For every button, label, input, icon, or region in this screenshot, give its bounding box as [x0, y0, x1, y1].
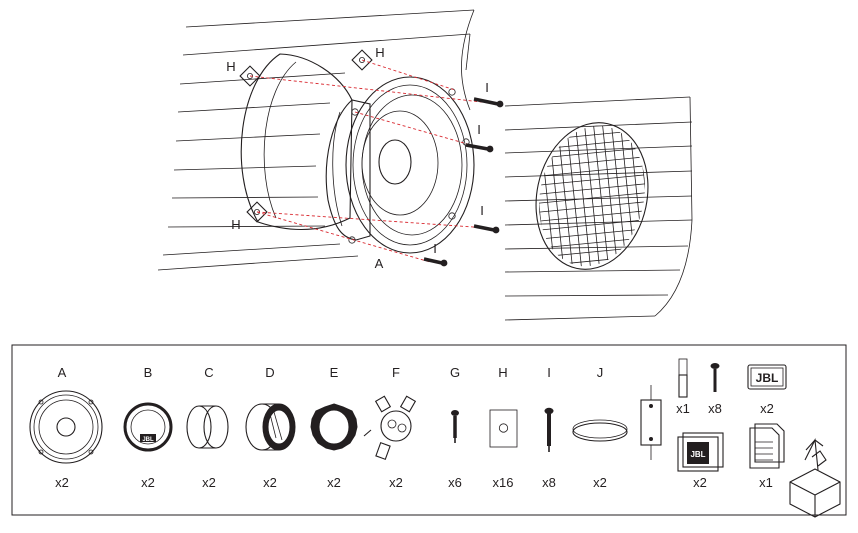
callout-h-top-right: H — [375, 45, 384, 60]
clip-plate-top-right — [351, 49, 373, 71]
part-j-tie-loop-icon — [572, 419, 628, 442]
part-d-mount-adapter-icon — [245, 403, 296, 451]
crossover-label-card-icon: JBL — [677, 432, 724, 472]
part-letter-c: C — [204, 365, 213, 380]
part-f-tweeter-mount-icon — [363, 395, 417, 460]
pin-qty: x1 — [676, 401, 690, 416]
part-qty-h: x16 — [493, 475, 514, 490]
screw-i-4 — [423, 257, 448, 267]
door-panel-left — [157, 9, 475, 271]
part-e-gear-ring-icon — [310, 403, 358, 451]
package-box-icon — [789, 438, 841, 518]
screw-i-1 — [473, 97, 504, 108]
part-qty-f: x2 — [389, 475, 403, 490]
part-b-tweeter-ring-icon: JBL — [123, 402, 173, 452]
part-letter-f: F — [392, 365, 400, 380]
part-qty-e: x2 — [327, 475, 341, 490]
pin-icon — [678, 358, 688, 398]
part-letter-e: E — [330, 365, 339, 380]
callout-h-bottom: H — [231, 217, 240, 232]
callout-i-1: I — [485, 80, 489, 95]
part-letter-g: G — [450, 365, 460, 380]
part-a-woofer-icon — [29, 390, 103, 464]
mounting-spacer-disc — [240, 53, 353, 231]
part-g-screw-icon — [451, 410, 459, 443]
crossover-label-text: JBL — [690, 450, 705, 459]
callout-i-4: I — [433, 241, 437, 256]
crossover-qty: x2 — [693, 475, 707, 490]
part-letter-b: B — [144, 365, 153, 380]
part-letter-h: H — [498, 365, 507, 380]
speaker-grille — [526, 115, 658, 277]
parts-list-box — [11, 344, 847, 516]
part-qty-d: x2 — [263, 475, 277, 490]
part-qty-i: x8 — [542, 475, 556, 490]
part-letter-d: D — [265, 365, 274, 380]
part-letter-a: A — [58, 365, 67, 380]
door-panel-right — [504, 96, 693, 321]
svg-text:JBL: JBL — [142, 437, 154, 443]
part-qty-c: x2 — [202, 475, 216, 490]
small-screw-icon — [710, 363, 720, 392]
logo-badge-icon: JBL — [747, 364, 787, 390]
part-qty-b: x2 — [141, 475, 155, 490]
manual-qty: x1 — [759, 475, 773, 490]
callout-h-top-left: H — [226, 59, 235, 74]
part-c-spacer-ring-icon — [186, 405, 229, 449]
speaker-assembly — [325, 76, 475, 254]
part-letter-i: I — [547, 365, 551, 380]
callout-a-speaker: A — [375, 256, 384, 271]
crossover-board-icon — [640, 385, 662, 460]
screw-i-3 — [473, 224, 500, 234]
callout-i-3: I — [480, 203, 484, 218]
part-h-clip-plate-icon — [489, 409, 518, 448]
manual-document-icon — [749, 423, 785, 469]
part-qty-a: x2 — [55, 475, 69, 490]
part-qty-j: x2 — [593, 475, 607, 490]
part-qty-g: x6 — [448, 475, 462, 490]
small-screw-qty: x8 — [708, 401, 722, 416]
logo-badge-text: JBL — [756, 371, 779, 385]
alignment-leaders — [249, 59, 491, 263]
part-letter-j: J — [597, 365, 604, 380]
screw-i-2 — [465, 143, 494, 153]
part-i-screw-icon — [544, 407, 554, 452]
callout-i-2: I — [477, 122, 481, 137]
logo-badge-qty: x2 — [760, 401, 774, 416]
